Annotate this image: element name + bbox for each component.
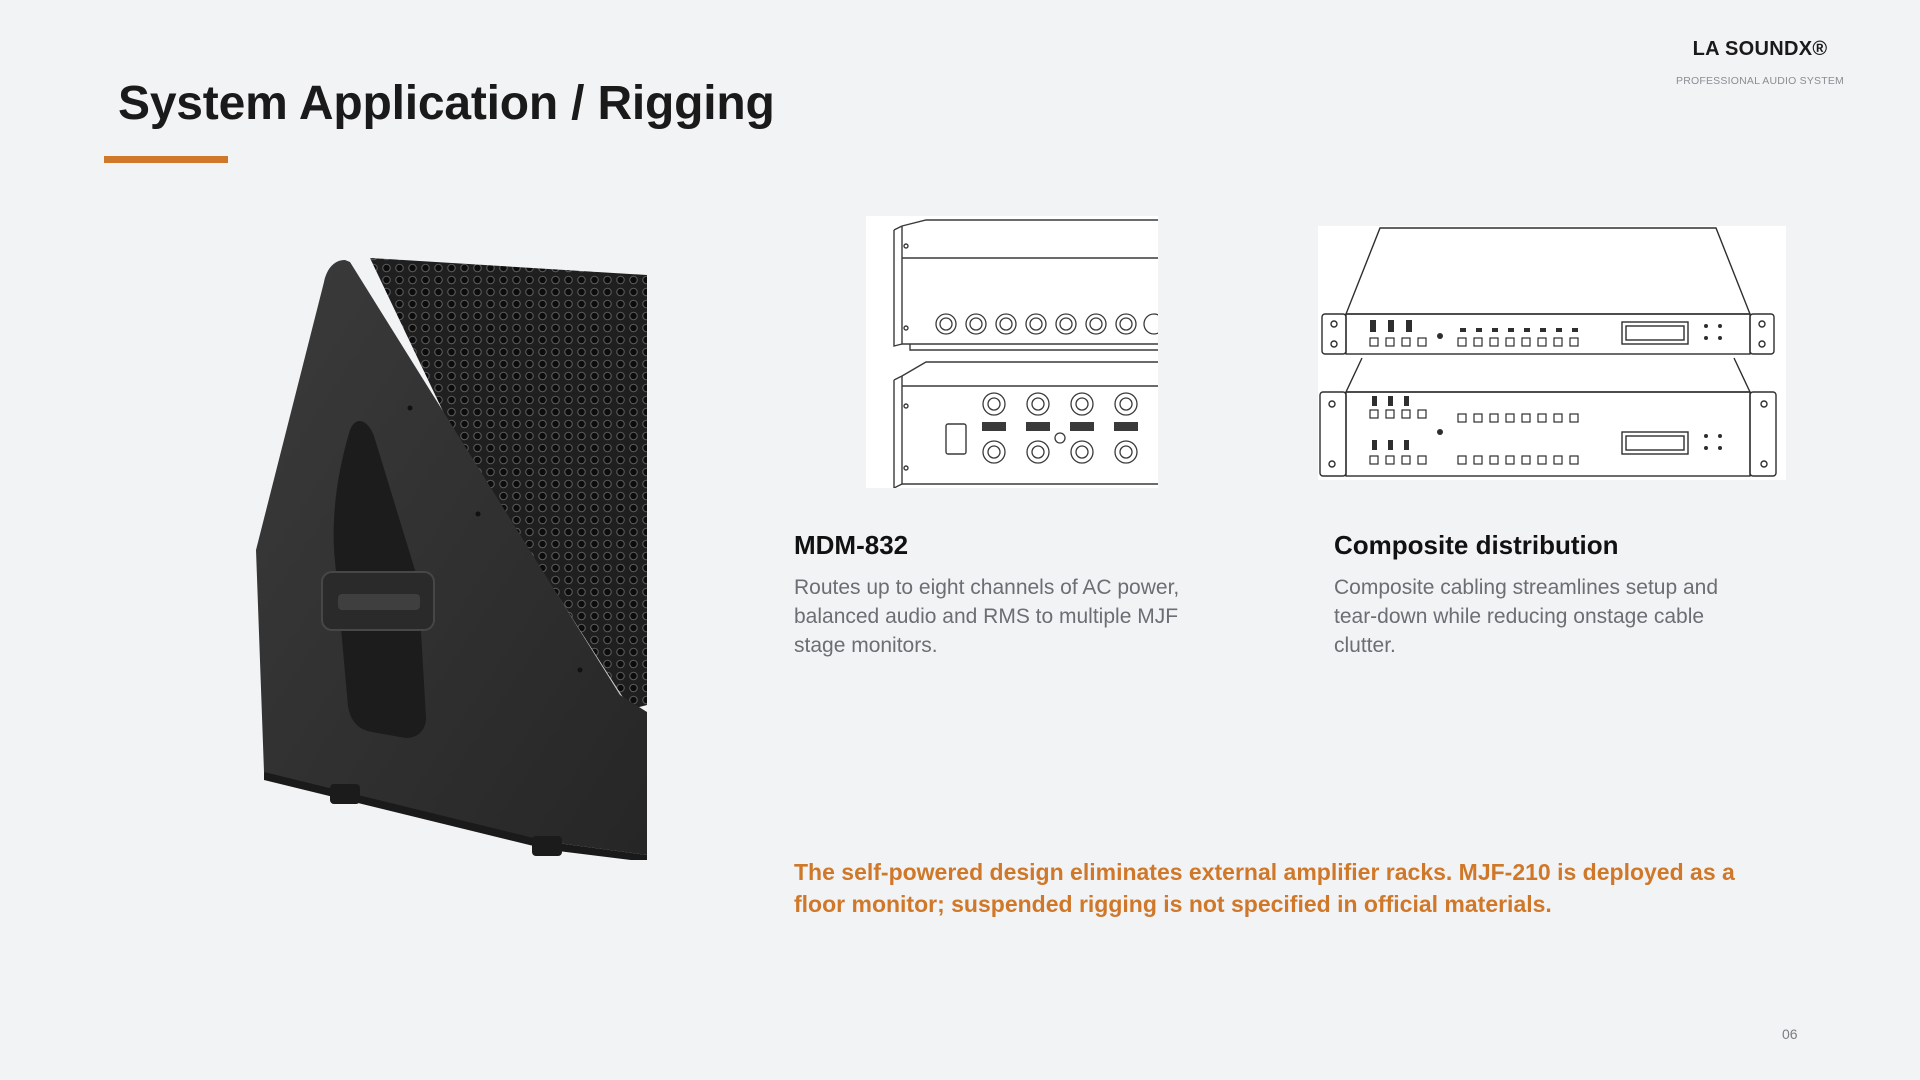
speaker-image bbox=[256, 258, 647, 860]
brand-logo: LA SOUNDX® PROFESSIONAL AUDIO SYSTEM bbox=[1676, 38, 1844, 87]
brand-name: LA SOUNDX® bbox=[1692, 38, 1828, 60]
card-title-mdm-832: MDM-832 bbox=[794, 530, 909, 560]
mdm-832-diagram bbox=[866, 216, 1158, 488]
card-title-composite-distribution: Composite distribution bbox=[1334, 530, 1619, 560]
card-text-composite-distribution: Composite cabling streamlines setup and … bbox=[1334, 576, 1719, 657]
page-number: 06 bbox=[1782, 1026, 1798, 1042]
callout-note: The self-powered design eliminates exter… bbox=[794, 859, 1735, 917]
title-underline bbox=[104, 156, 228, 163]
composite-distribution-diagram bbox=[1318, 226, 1786, 480]
page-title: System Application / Rigging bbox=[118, 77, 775, 130]
brand-tagline: PROFESSIONAL AUDIO SYSTEM bbox=[1676, 75, 1844, 87]
card-text-mdm-832: Routes up to eight channels of AC power,… bbox=[794, 576, 1180, 657]
